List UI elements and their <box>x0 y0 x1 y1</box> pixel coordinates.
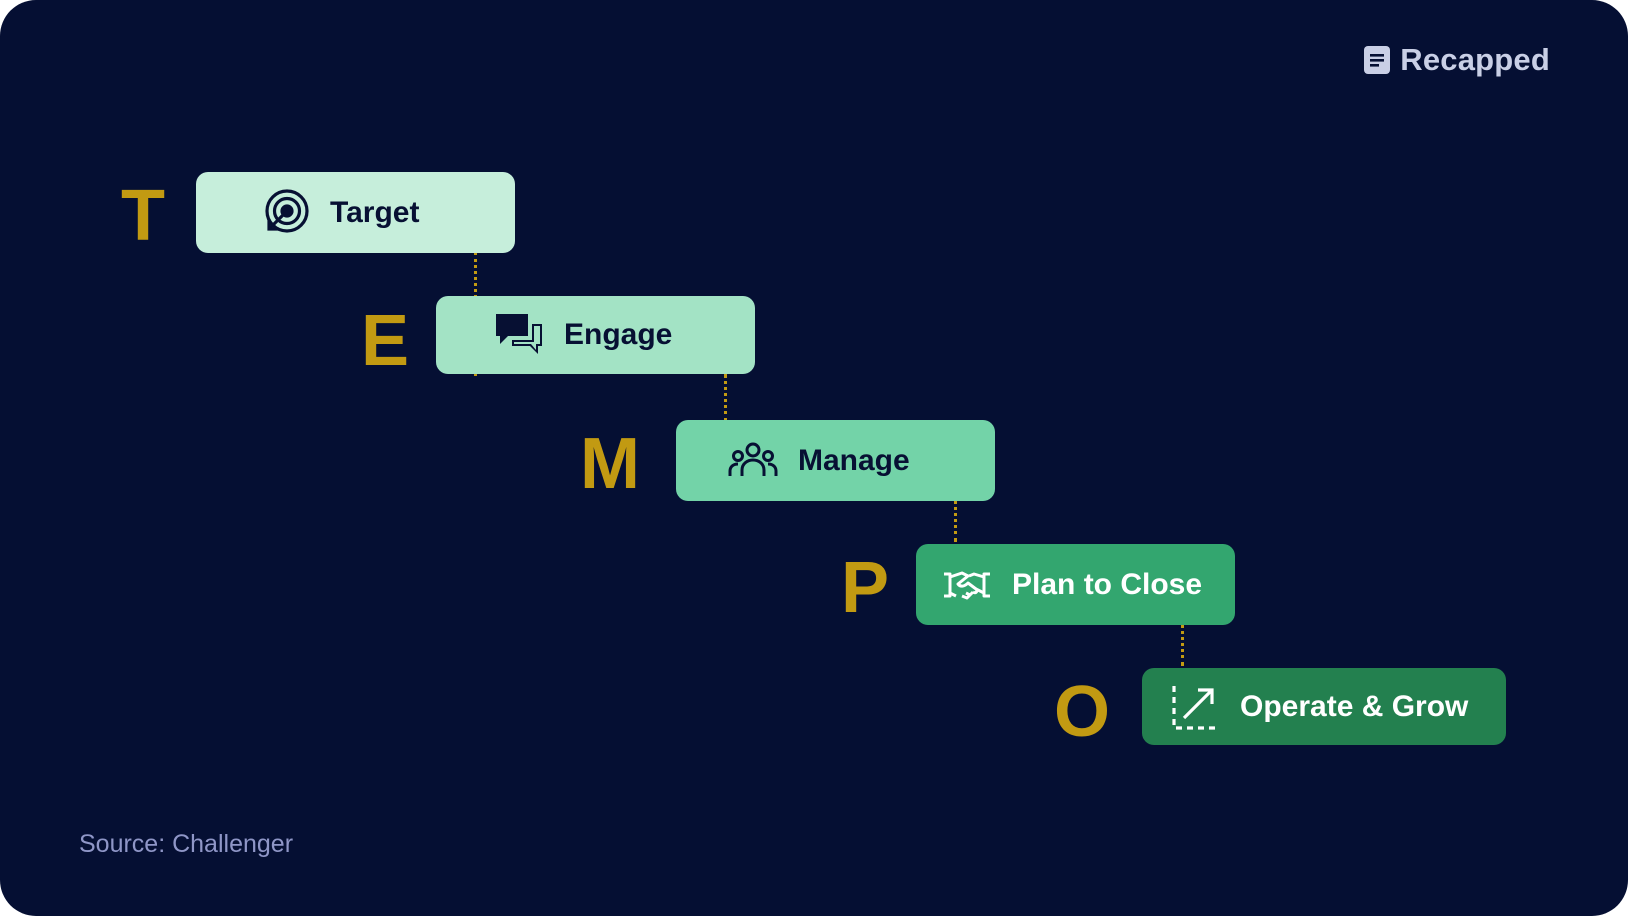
step-target: Target <box>196 172 515 253</box>
document-icon <box>1364 46 1391 74</box>
letter-o: O <box>1053 672 1110 752</box>
connector-m-p <box>954 500 957 542</box>
step-operate-grow: Operate & Grow <box>1142 668 1506 745</box>
step-plan-to-close: Plan to Close <box>916 544 1235 625</box>
letter-p: P <box>840 548 890 628</box>
step-manage: Manage <box>676 420 995 501</box>
step-label-target: Target <box>330 195 420 229</box>
step-label-engage: Engage <box>564 318 673 351</box>
step-label-plan-to-close: Plan to Close <box>1012 567 1203 601</box>
letter-m: M <box>580 424 640 504</box>
handshake-icon <box>944 571 990 599</box>
people-group-icon <box>728 442 778 476</box>
target-icon <box>265 188 309 233</box>
step-label-operate-grow: Operate & Grow <box>1240 689 1469 723</box>
source-caption: Source: Challenger <box>79 830 294 858</box>
connector-e-m <box>724 374 727 422</box>
connector-p-o <box>1181 624 1184 666</box>
chat-bubbles-icon <box>496 314 542 354</box>
step-engage: Engage <box>436 296 755 374</box>
step-label-manage: Manage <box>798 443 910 477</box>
letter-e: E <box>360 301 410 381</box>
growth-arrow-icon <box>1172 685 1216 730</box>
brand-logo: Recapped <box>1364 42 1550 78</box>
brand-name: Recapped <box>1400 42 1550 77</box>
letter-t: T <box>121 176 165 256</box>
